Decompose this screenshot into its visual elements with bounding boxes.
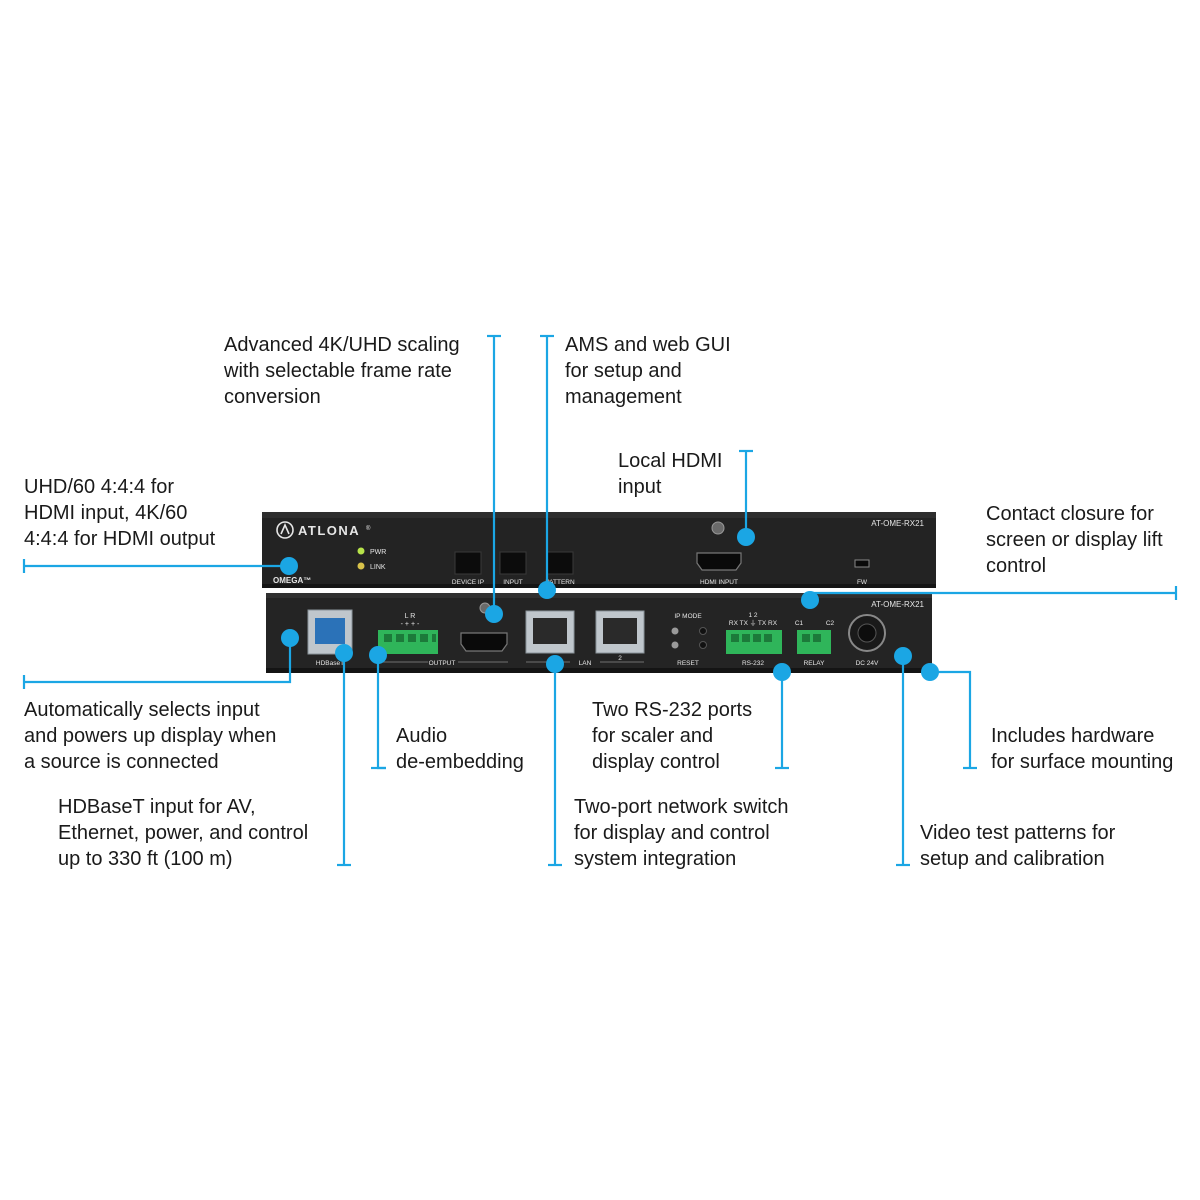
lan-2-label: 2	[618, 655, 622, 662]
usb-fw-port-icon	[854, 559, 870, 568]
fw-label: FW	[857, 579, 868, 586]
device-ip-label: DEVICE IP	[452, 579, 484, 586]
dot-audio	[369, 646, 387, 664]
hdmi-output-port-icon	[460, 632, 508, 652]
ip-mode-led-icon	[671, 627, 679, 635]
front-panel: ATLONA ® OMEGA™ AT-OME-RX21 PWR LINK DEV…	[262, 512, 936, 588]
model-bottom: AT-OME-RX21	[871, 600, 924, 609]
pattern-button[interactable]	[546, 551, 574, 575]
rs232-pins-label: RX TX ⏚ TX RX	[729, 619, 778, 627]
input-button[interactable]	[499, 551, 527, 575]
pattern-label: PATTERN	[545, 579, 575, 586]
dot-mounting	[921, 663, 939, 681]
callout-hdbaset: HDBaseT input for AV, Ethernet, power, a…	[58, 796, 309, 870]
dot-auto	[281, 629, 299, 647]
dot-switch	[546, 655, 564, 673]
rs232-nums-label: 1 2	[748, 612, 757, 619]
audio-pins-label: - + + -	[401, 621, 420, 628]
reset-label: RESET	[677, 660, 699, 667]
series-name: OMEGA™	[273, 576, 311, 585]
callout-contact-closure: Contact closure for screen or display li…	[986, 503, 1163, 577]
pwr-led-icon	[357, 547, 365, 555]
dot-local-hdmi	[737, 528, 755, 546]
dot-test	[894, 647, 912, 665]
callout-local-hdmi: Local HDMI input	[618, 450, 723, 498]
relay-c1-label: C1	[795, 620, 804, 627]
rear-panel: AT-OME-RX21 HDBaseT L R - + + - OUTPUT L…	[266, 593, 932, 673]
relay-label: RELAY	[804, 660, 825, 667]
screw-icon	[711, 521, 725, 535]
audio-lr-label: L R	[405, 613, 416, 620]
callout-ams-web-gui: AMS and web GUI for setup and management	[565, 334, 731, 408]
device-ip-button[interactable]	[454, 551, 482, 575]
callout-rs232: Two RS-232 ports for scaler and display …	[592, 699, 753, 773]
dc-label: DC 24V	[856, 660, 879, 667]
dot-scaling	[485, 605, 503, 623]
lan-label: LAN	[579, 660, 592, 667]
hdmi-input-port-icon	[696, 552, 742, 571]
callout-uhd-444: UHD/60 4:4:4 for HDMI input, 4K/60 4:4:4…	[24, 476, 216, 550]
hdmi-input-label: HDMI INPUT	[700, 579, 738, 586]
callout-lines	[22, 334, 1178, 867]
dot-hdbaset	[335, 644, 353, 662]
hdbaset-label: HDBaseT	[316, 660, 344, 667]
ip-mode-button[interactable]	[699, 627, 707, 635]
model-top: AT-OME-RX21	[871, 519, 924, 528]
brand-name: ATLONA	[298, 523, 360, 538]
led-link-label: LINK	[370, 564, 386, 571]
output-label: OUTPUT	[429, 660, 456, 667]
callout-audio-deembed: Audio de-embedding	[396, 725, 524, 773]
link-led-icon	[357, 562, 365, 570]
dot-rs232	[773, 663, 791, 681]
input-label: INPUT	[503, 579, 523, 586]
ip-mode-label: IP MODE	[674, 613, 702, 620]
reset-button[interactable]	[699, 641, 707, 649]
callout-mounting-hardware: Includes hardware for surface mounting	[991, 725, 1174, 773]
rs232-label: RS-232	[742, 660, 764, 667]
reset-led-icon	[671, 641, 679, 649]
brand-mark: ®	[366, 525, 371, 532]
callout-test-patterns: Video test patterns for setup and calibr…	[920, 822, 1116, 870]
callout-auto-select: Automatically selects input and powers u…	[24, 699, 277, 773]
atlona-logo-icon	[276, 521, 294, 539]
dot-contact	[801, 591, 819, 609]
callout-scaling: Advanced 4K/UHD scaling with selectable …	[224, 334, 460, 408]
dot-ams	[538, 581, 556, 599]
callout-network-switch: Two-port network switch for display and …	[574, 796, 789, 870]
led-pwr-label: PWR	[370, 549, 386, 556]
callout-dots	[280, 528, 939, 681]
relay-c2-label: C2	[826, 620, 835, 627]
dot-uhd	[280, 557, 298, 575]
